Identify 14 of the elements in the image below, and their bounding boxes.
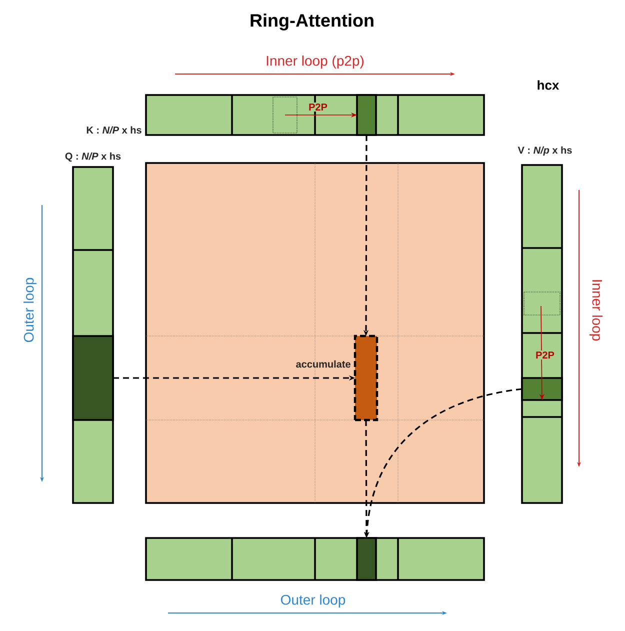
output-bar — [145, 537, 485, 581]
title: Ring-Attention — [250, 14, 374, 30]
block-label: accumulate — [296, 360, 350, 368]
edge-label: P2P — [534, 350, 556, 360]
bar-label: K : N/P x hs — [86, 126, 142, 134]
author-label: hcx — [538, 80, 560, 90]
output-block — [356, 537, 377, 581]
bar-label: Q : N/P x hs — [65, 152, 121, 162]
key-block — [356, 94, 377, 136]
bar-label: V : N/p x hs — [518, 146, 572, 156]
query-block — [72, 335, 114, 421]
edge-label: P2P — [308, 102, 328, 112]
value-block — [521, 377, 563, 401]
attention-matrix — [145, 162, 485, 504]
